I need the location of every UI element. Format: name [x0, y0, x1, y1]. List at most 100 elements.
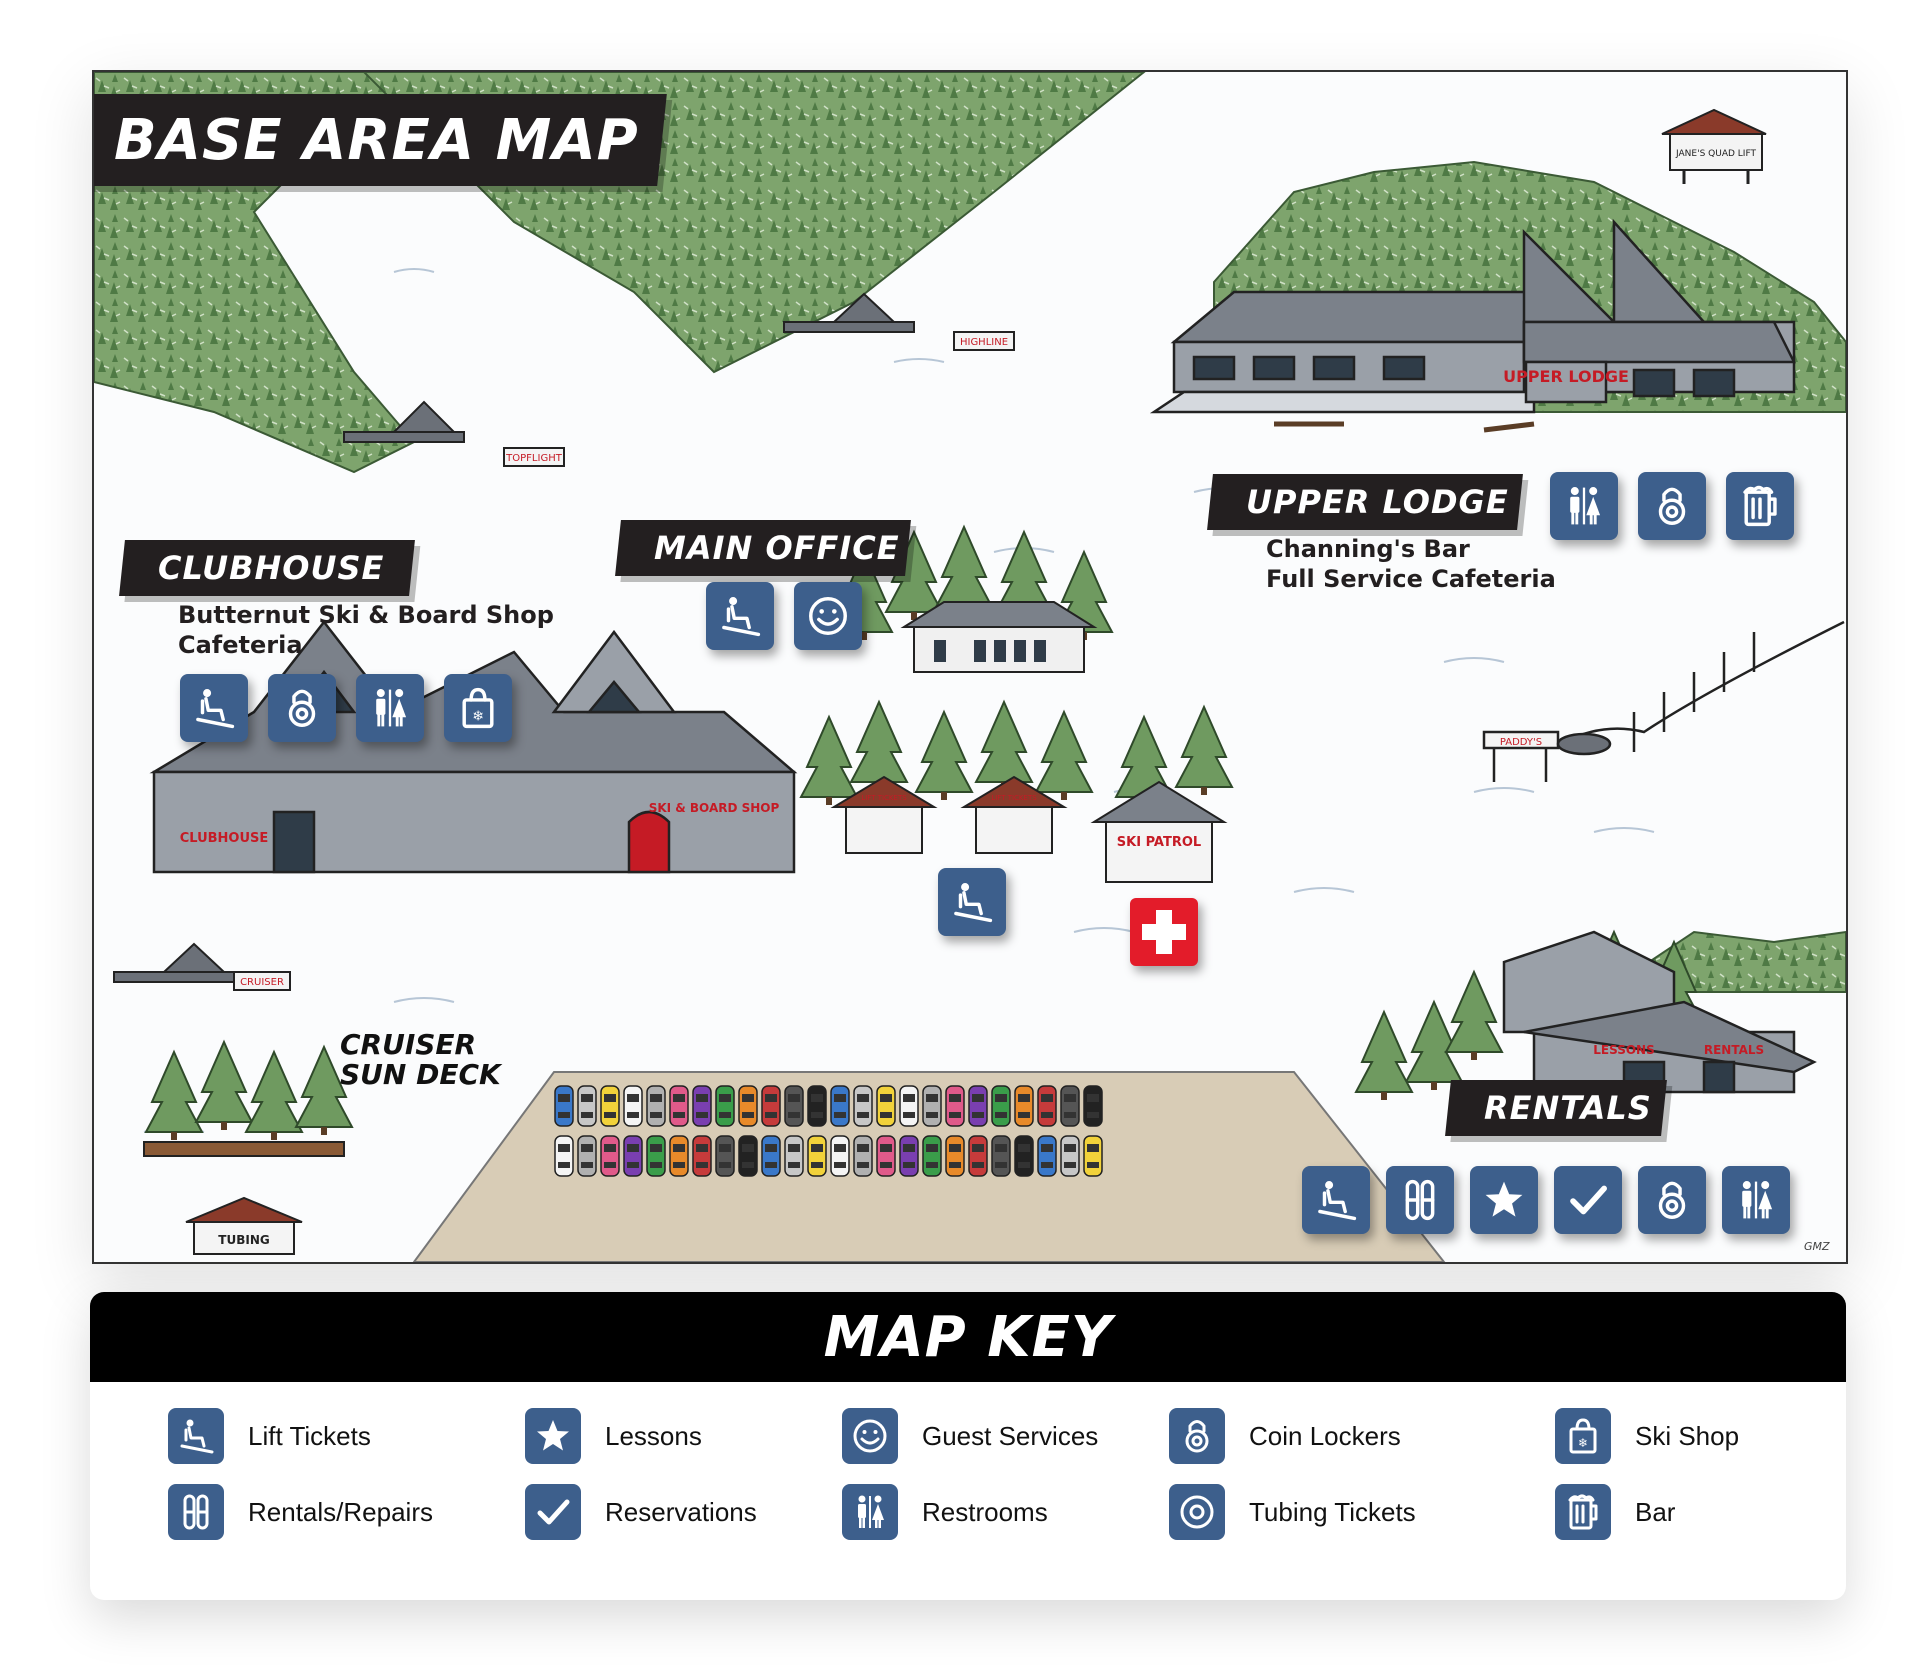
upper-lodge-label: UPPER LODGE	[1246, 483, 1509, 521]
key-label: Coin Lockers	[1249, 1420, 1401, 1451]
upper-lodge-detail-cafeteria: Full Service Cafeteria	[1266, 565, 1556, 593]
first-aid-icon[interactable]	[1130, 898, 1198, 966]
svg-text:GMZ: GMZ	[1804, 1240, 1830, 1253]
map-key-title: MAP KEY	[823, 1304, 1113, 1370]
guest-services-icon	[842, 1408, 898, 1464]
parked-car	[623, 1085, 643, 1127]
lessons-icon	[525, 1408, 581, 1464]
parked-car	[738, 1085, 758, 1127]
coin-lockers-icon[interactable]	[1638, 472, 1706, 540]
main-office-building	[835, 526, 1113, 673]
coin-lockers-icon[interactable]	[268, 674, 336, 742]
clubhouse-banner: CLUBHOUSE	[119, 540, 415, 596]
parked-car	[715, 1085, 735, 1127]
parked-car	[968, 1135, 988, 1177]
main-office-label: MAIN OFFICE	[654, 529, 900, 567]
key-item-tubing-tickets: Tubing Tickets	[1169, 1484, 1416, 1540]
parked-car	[715, 1135, 735, 1177]
svg-text:LIFT TICKETS: LIFT TICKETS	[861, 794, 907, 802]
parked-car	[807, 1135, 827, 1177]
clubhouse-detail-cafeteria: Cafeteria	[178, 631, 303, 659]
cruiser-sun-deck-label: CRUISER SUN DECK	[340, 1030, 501, 1090]
parked-car	[1083, 1085, 1103, 1127]
svg-text:HIGHLINE: HIGHLINE	[960, 337, 1008, 348]
parked-car	[554, 1085, 574, 1127]
rentals-label: RENTALS	[1484, 1089, 1652, 1127]
key-label: Lessons	[605, 1420, 702, 1451]
parked-car	[669, 1135, 689, 1177]
map-key: MAP KEY Lift Tickets Lessons Guest Service…	[90, 1292, 1846, 1600]
svg-text:❄: ❄	[1578, 1436, 1588, 1450]
clubhouse-details: Butternut Ski & Board Shop Cafeteria	[178, 600, 554, 660]
tubing-tickets-icon	[1169, 1484, 1225, 1540]
base-area-map: TOPFLIGHT HIGHLINE CRUISER JANE'S QUAD L…	[92, 70, 1848, 1264]
parked-car	[853, 1135, 873, 1177]
highline-lift: HIGHLINE	[783, 292, 1015, 351]
lift-tickets-icon[interactable]	[180, 674, 248, 742]
parked-car	[784, 1135, 804, 1177]
reservations-icon[interactable]	[1554, 1166, 1622, 1234]
lift-tickets-icon[interactable]	[706, 582, 774, 650]
key-label: Lift Tickets	[248, 1420, 371, 1451]
parked-car	[623, 1135, 643, 1177]
parked-car	[830, 1135, 850, 1177]
key-label: Bar	[1635, 1496, 1676, 1527]
parked-car	[853, 1085, 873, 1127]
key-item-coin-lockers: Coin Lockers	[1169, 1408, 1401, 1464]
bar-icon	[1555, 1484, 1611, 1540]
svg-text:TOPFLIGHT: TOPFLIGHT	[505, 453, 563, 464]
key-label: Ski Shop	[1635, 1420, 1740, 1451]
restrooms-icon[interactable]	[1722, 1166, 1790, 1234]
parked-car	[600, 1085, 620, 1127]
parked-car	[600, 1135, 620, 1177]
guest-services-icon[interactable]	[794, 582, 862, 650]
svg-text:CRUISER: CRUISER	[240, 977, 284, 988]
lift-tickets-icon[interactable]	[938, 868, 1006, 936]
key-item-reservations: Reservations	[525, 1484, 757, 1540]
lift-tickets-icon[interactable]	[1302, 1166, 1370, 1234]
parked-car	[991, 1085, 1011, 1127]
parked-car	[646, 1085, 666, 1127]
janes-quad-sign: JANE'S QUAD LIFT	[1661, 108, 1767, 184]
restrooms-icon[interactable]	[1550, 472, 1618, 540]
key-label: Guest Services	[922, 1420, 1099, 1451]
parked-car	[876, 1085, 896, 1127]
parked-car	[692, 1135, 712, 1177]
bar-icon[interactable]	[1726, 472, 1794, 540]
parked-car	[761, 1135, 781, 1177]
map-title-banner: BASE AREA MAP	[94, 94, 667, 186]
restrooms-icon[interactable]	[356, 674, 424, 742]
key-item-restrooms: Restrooms	[842, 1484, 1048, 1540]
parked-car	[922, 1085, 942, 1127]
rentals-banner: RENTALS	[1445, 1080, 1667, 1136]
clubhouse-label: CLUBHOUSE	[158, 549, 385, 587]
ski-shop-icon[interactable]: ❄	[444, 674, 512, 742]
parked-car	[968, 1085, 988, 1127]
rentals-repairs-icon[interactable]	[1386, 1166, 1454, 1234]
upper-lodge-banner: UPPER LODGE	[1207, 474, 1523, 530]
svg-text:UPPER LODGE: UPPER LODGE	[1503, 367, 1629, 386]
upper-lodge-detail-bar: Channing's Bar	[1266, 535, 1470, 563]
parked-car	[1083, 1135, 1103, 1177]
lift-tickets-icon	[168, 1408, 224, 1464]
coin-lockers-icon[interactable]	[1638, 1166, 1706, 1234]
coin-lockers-icon	[1169, 1408, 1225, 1464]
restrooms-icon	[842, 1484, 898, 1540]
svg-text:LIFT TICKETS: LIFT TICKETS	[991, 794, 1037, 802]
parked-car	[784, 1085, 804, 1127]
lessons-icon[interactable]	[1470, 1166, 1538, 1234]
ski-patrol-building	[1090, 780, 1228, 883]
svg-text:LESSONS: LESSONS	[1593, 1043, 1654, 1057]
cruiser-sun-deck	[143, 1041, 353, 1157]
key-item-lessons: Lessons	[525, 1408, 702, 1464]
parked-car	[1014, 1085, 1034, 1127]
upper-lodge-building: UPPER LODGE	[1149, 218, 1797, 414]
key-label: Rentals/Repairs	[248, 1496, 433, 1527]
parked-car	[991, 1135, 1011, 1177]
parked-car	[945, 1135, 965, 1177]
parked-car	[899, 1135, 919, 1177]
parked-car	[807, 1085, 827, 1127]
parked-car	[554, 1135, 574, 1177]
lift-ticket-huts: LIFT TICKETS LIFT TICKETS SKI PATROL	[800, 701, 1233, 883]
svg-text:SKI PATROL: SKI PATROL	[1117, 835, 1201, 850]
